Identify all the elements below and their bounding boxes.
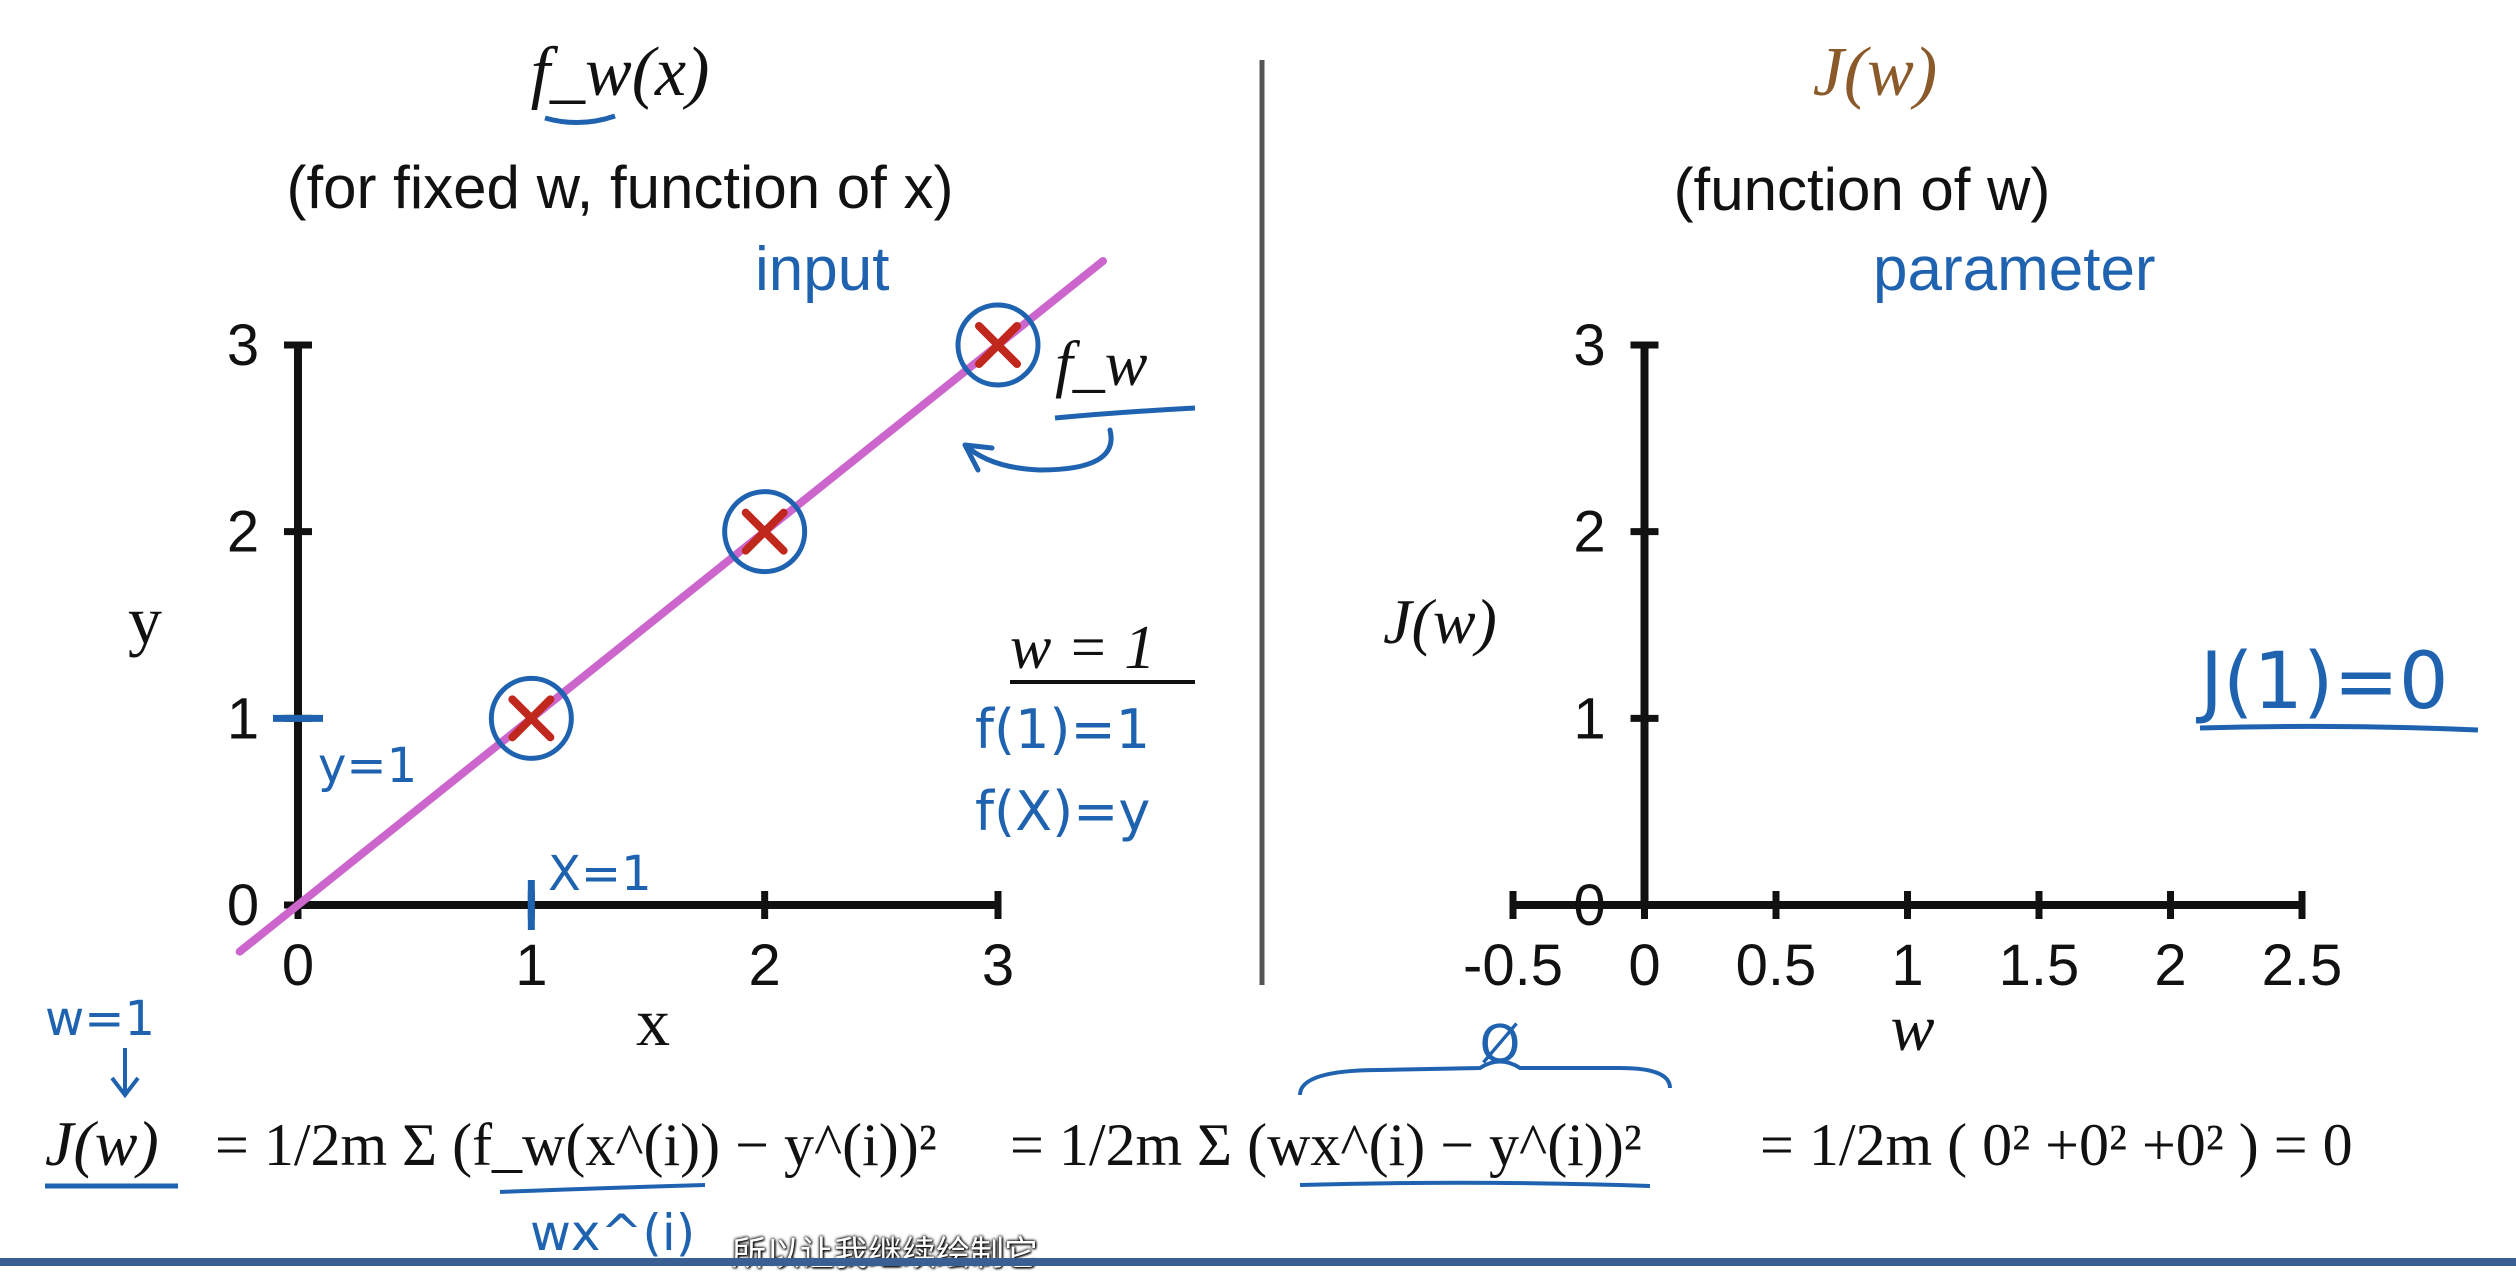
formula-eq1: = 1/2m Σ (f_w(x^(i)) − y^(i))² [215, 1112, 937, 1178]
eq2-underline [1299, 1180, 1651, 1188]
left-chart: 0 1 2 3 0 1 2 3 x y [128, 257, 1107, 1060]
w-tick-label: 1 [1891, 933, 1923, 998]
eq1-underline [499, 1183, 706, 1194]
w-tick-label: 0 [1628, 933, 1660, 998]
j-axis-label: J(w) [1383, 586, 1497, 657]
under-note: wx^(i) [530, 1204, 695, 1262]
y-tick-label: 2 [227, 500, 259, 565]
result-note: J(1)=0 [2195, 637, 2448, 727]
data-point [741, 508, 788, 555]
w-tick-label: 0.5 [1736, 933, 1817, 998]
fw-line-label: f_w [1055, 328, 1148, 399]
fw-arrow [962, 427, 1114, 473]
j-tick-label: 1 [1573, 686, 1605, 751]
x-note: X=1 [548, 846, 652, 902]
result-underline [2199, 723, 2479, 733]
input-annotation: input [755, 235, 889, 304]
j-tick-label: 2 [1573, 500, 1605, 565]
x-tick-label: 2 [749, 933, 781, 998]
zero-note: Ø [1480, 1015, 1521, 1075]
formula-eq3: = 1/2m ( 0² +0² +0² ) = 0 [1760, 1112, 2353, 1178]
parameter-annotation: parameter [1873, 235, 2156, 304]
formula-eq2: = 1/2m Σ (wx^(i) − y^(i))² [1010, 1112, 1642, 1178]
point-circle [488, 675, 574, 761]
left-subtitle: (for fixed w, function of x) [287, 154, 954, 221]
j-tick-label: 3 [1573, 313, 1605, 378]
point-circle [955, 302, 1041, 388]
formula-lhs: J(w) [45, 1108, 159, 1179]
w-note: w=1 [45, 991, 155, 1047]
x-axis-label: x [636, 984, 670, 1060]
note-fx: f(X)=y [975, 780, 1150, 843]
x-tick-label: 3 [982, 933, 1014, 998]
video-progress-bar[interactable] [0, 1258, 2516, 1266]
x-tick-label: 0 [282, 933, 314, 998]
w-tick-label: 2 [2154, 933, 2186, 998]
w-axis-label: w [1890, 992, 1934, 1065]
data-point [975, 322, 1021, 368]
w-tick-label: 2.5 [2262, 933, 2343, 998]
x-tick-label: 1 [515, 933, 547, 998]
y-tick-label: 0 [227, 873, 259, 938]
point-circle [722, 489, 808, 575]
w-tick-label: -0.5 [1463, 933, 1563, 998]
y-tick-label: 3 [227, 313, 259, 378]
w-note-arrow [110, 1048, 140, 1099]
y-note: y=1 [318, 738, 417, 794]
param-label: w = 1 [1010, 614, 1155, 682]
note-f1: f(1)=1 [975, 698, 1150, 761]
w-tick-label: 1.5 [1999, 933, 2080, 998]
fit-line [235, 257, 1107, 956]
left-title: f_w(x) [531, 34, 710, 111]
j-tick-label: 0 [1573, 873, 1605, 938]
right-subtitle: (function of w) [1674, 156, 2051, 223]
data-point [508, 695, 555, 742]
video-subtitle: 所以让我继续绘制它 [732, 1234, 1038, 1274]
eq2-brace [1298, 1059, 1672, 1096]
right-title: J(w) [1813, 34, 1937, 111]
fw-underline [1054, 405, 1196, 421]
left-title-underline [544, 113, 616, 126]
y-tick-label: 1 [227, 686, 259, 751]
y-axis-label: y [128, 582, 162, 658]
